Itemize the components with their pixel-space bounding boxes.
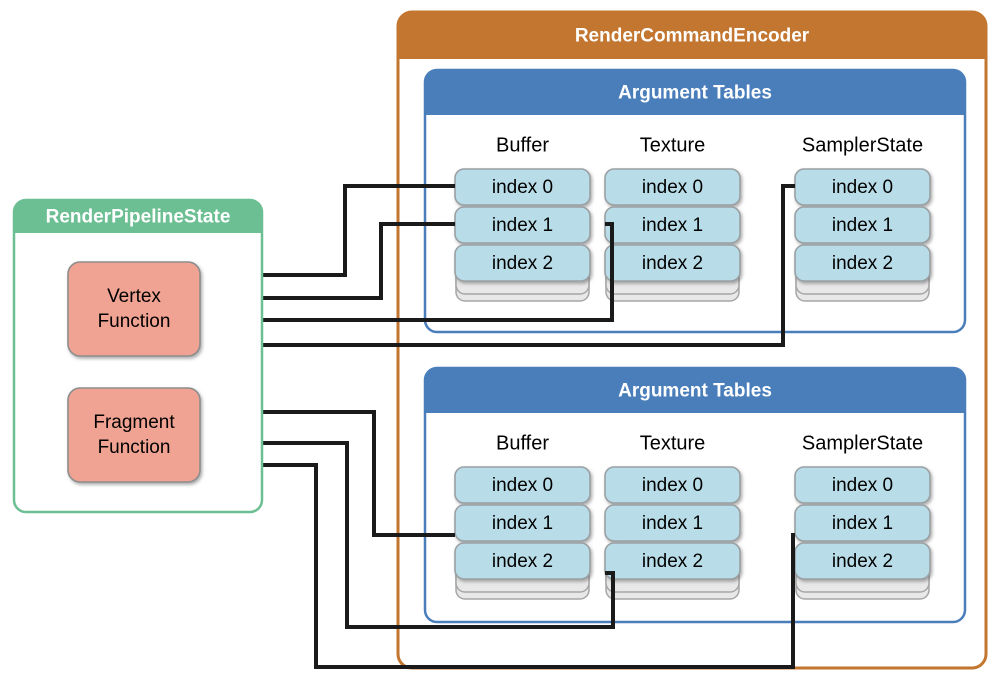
argument-tables-fragment-texture-entry-box-2[interactable] [604,542,741,580]
argument-tables-vertex-header-band [425,70,965,115]
argument-tables-fragment-buffer-entry-1[interactable]: index 1 [454,504,591,542]
argument-tables-vertex-texture-entry-label-0: index 0 [642,177,703,198]
argument-tables-vertex-texture-entry-label-1: index 1 [642,215,703,236]
argument-tables-fragment-column-label-samplerstate: SamplerState [802,432,923,454]
argument-tables-fragment-buffer-entry-label-0: index 0 [492,475,553,496]
argument-tables-vertex-texture-entry-label-2: index 2 [642,253,703,274]
connector-fragment-to-samplerstate-index1 [200,463,795,669]
argument-tables-fragment-samplerstate-entry-box-0[interactable] [794,466,931,504]
argument-tables-fragment-texture-entry-label-0: index 0 [642,475,703,496]
argument-tables-vertex-texture-entry-0[interactable]: index 0 [604,168,741,206]
vertex-function-rect[interactable] [67,261,201,357]
argument-tables-fragment-samplerstate-entry-label-2: index 2 [832,551,893,572]
fragment-function-rect[interactable] [67,387,201,483]
argument-tables-fragment-texture-entry-1[interactable]: index 1 [604,504,741,542]
argument-tables-vertex-texture-entry-2[interactable]: index 2 [604,244,741,282]
argument-tables-fragment-texture-entry-box-0[interactable] [604,466,741,504]
argument-tables-vertex-texture-entry-box-2[interactable] [604,244,741,282]
argument-tables-fragment-buffer-entry-label-2: index 2 [492,551,553,572]
argument-tables-vertex-column-label-samplerstate: SamplerState [802,134,923,156]
argument-tables-fragment-buffer-entry-label-1: index 1 [492,513,553,534]
argument-tables-fragment-buffer-entry-0[interactable]: index 0 [454,466,591,504]
pipeline-title: RenderPipelineState [46,207,231,228]
argument-tables-vertex-samplerstate-entry-label-1: index 1 [832,215,893,236]
connector-vertex-to-buffer-index0 [200,184,455,277]
argument-tables-vertex-samplerstate-entry-0[interactable]: index 0 [794,168,931,206]
vertex-function-label-line2: Function [98,311,171,332]
argument-tables-fragment-buffer-entry-box-2[interactable] [454,542,591,580]
argument-tables-fragment-column-label-texture: Texture [640,432,706,454]
encoder-title: RenderCommandEncoder [575,26,810,47]
argument-tables-fragment-texture-entry-label-2: index 2 [642,551,703,572]
argument-tables-vertex-buffer-entry-box-2[interactable] [454,244,591,282]
argument-tables-fragment-samplerstate-entry-label-0: index 0 [832,475,893,496]
argument-tables-fragment-buffer-entry-box-1[interactable] [454,504,591,542]
fragment-function-label-line1: Fragment [93,412,175,433]
argument-tables-fragment-samplerstate-entry-2[interactable]: index 2 [794,542,931,580]
argument-tables-fragment-samplerstate-entry-1[interactable]: index 1 [794,504,931,542]
argument-tables-vertex-column-label-buffer: Buffer [496,134,549,156]
vertex-function-label-line1: Vertex [107,286,161,307]
argument-tables-fragment-texture-entry-label-1: index 1 [642,513,703,534]
argument-tables-fragment-samplerstate-entry-label-1: index 1 [832,513,893,534]
connector-vertex-to-buffer-index1 [200,222,455,300]
argument-tables-fragment-texture-entry-box-1[interactable] [604,504,741,542]
argument-tables-vertex-samplerstate-entry-label-0: index 0 [832,177,893,198]
argument-tables-fragment-column-label-buffer: Buffer [496,432,549,454]
argument-tables-fragment-buffer-entry-box-0[interactable] [454,466,591,504]
pipeline-header-band [14,200,262,233]
connector-vertex-to-texture-index1 [200,222,614,322]
argument-tables-vertex-samplerstate-entry-1[interactable]: index 1 [794,206,931,244]
fragment-function-label-line2: Function [98,437,171,458]
connector-fragment-to-buffer-index1 [200,410,455,537]
connector-vertex-to-samplerstate-index0 [200,184,795,347]
argument-tables-fragment-title: Argument Tables [618,381,772,402]
argument-tables-vertex-buffer-entry-label-0: index 0 [492,177,553,198]
encoder-header-band [398,12,986,59]
argument-tables-vertex-buffer-entry-0[interactable]: index 0 [454,168,591,206]
argument-tables-fragment-texture-entry-2[interactable]: index 2 [604,542,741,580]
argument-tables-fragment-samplerstate-entry-0[interactable]: index 0 [794,466,931,504]
argument-tables-vertex-title: Argument Tables [618,83,772,104]
argument-tables-vertex-buffer-entry-label-2: index 2 [492,253,553,274]
argument-tables-vertex-buffer-entry-2[interactable]: index 2 [454,244,591,282]
argument-tables-fragment-buffer-entry-2[interactable]: index 2 [454,542,591,580]
argument-tables-vertex-texture-entry-box-0[interactable] [604,168,741,206]
argument-tables-vertex-column-label-texture: Texture [640,134,706,156]
argument-tables-vertex-samplerstate-entry-label-2: index 2 [832,253,893,274]
connector-fragment-to-texture-index2 [200,441,615,629]
argument-tables-vertex-samplerstate-entry-box-2[interactable] [794,244,931,282]
argument-tables-vertex-buffer-entry-1[interactable]: index 1 [454,206,591,244]
argument-tables-fragment-samplerstate-entry-box-1[interactable] [794,504,931,542]
argument-tables-fragment-texture-entry-0[interactable]: index 0 [604,466,741,504]
argument-tables-vertex-samplerstate-entry-box-1[interactable] [794,206,931,244]
argument-tables-vertex-buffer-entry-label-1: index 1 [492,215,553,236]
argument-tables-vertex-samplerstate-entry-2[interactable]: index 2 [794,244,931,282]
argument-tables-vertex-texture-entry-1[interactable]: index 1 [604,206,741,244]
argument-tables-fragment-header-band [425,368,965,413]
